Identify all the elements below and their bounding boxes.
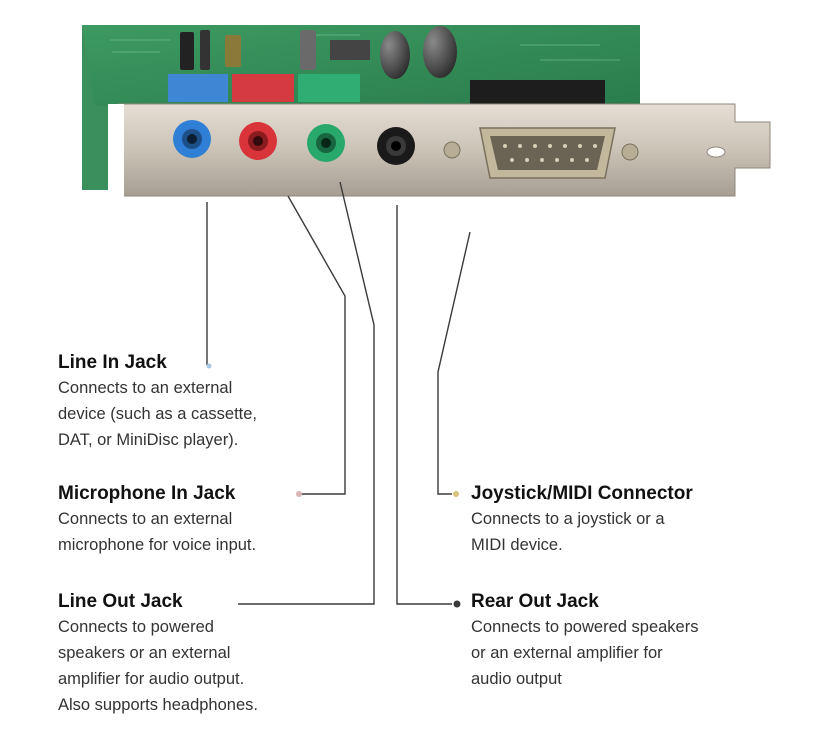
jack-line-in [173,120,211,158]
leader-joystick-midi [437,231,471,495]
desc-line: speakers or an external [58,644,231,662]
desc-line: Connects to a joystick or a [471,510,665,528]
jack-rear-out [377,127,415,165]
jack-housings [168,74,360,102]
label-line-in: Line In Jack Connects to an external dev… [58,351,257,453]
desc-line: Also supports headphones. [58,696,258,714]
label-joystick-midi-title: Joystick/MIDI Connector [471,483,693,504]
board-left-edge [82,25,108,190]
label-rear-out-title: Rear Out Jack [471,591,599,612]
desc-line: or an external amplifier for [471,644,663,662]
leader-dot-line-in [206,363,212,369]
leader-microphone-in [287,195,346,495]
label-rear-out-desc: Connects to powered speakers or an exter… [471,614,698,692]
bracket-tab [108,104,124,300]
label-line-in-desc: Connects to an external device (such as … [58,375,257,453]
leader-dot-joystick [453,491,459,497]
desc-line: device (such as a cassette, [58,405,258,423]
leader-line-out [238,181,375,605]
label-microphone-in: Microphone In Jack Connects to an extern… [58,482,256,558]
leader-dot-microphone [296,491,302,497]
bracket-slot [706,146,726,158]
label-joystick-midi: Joystick/MIDI Connector Connects to a jo… [471,482,693,558]
board-chip [470,80,605,108]
board-components [180,26,457,79]
label-microphone-in-title: Microphone In Jack [58,483,236,504]
jack-microphone-in [239,122,277,160]
joystick-midi-port [443,127,639,179]
desc-line: Connects to an external [58,379,233,397]
leader-rear-out [396,205,452,605]
desc-line: Connects to powered speakers [471,618,699,636]
desc-line: amplifier for audio output. [58,670,245,688]
leader-lines [206,181,471,605]
label-line-in-title: Line In Jack [58,352,167,373]
desc-line: MIDI device. [471,536,563,554]
jack-line-out [307,124,345,162]
desc-line: audio output [471,670,562,688]
label-line-out-desc: Connects to powered speakers or an exter… [58,614,258,718]
desc-line: microphone for voice input. [58,536,257,554]
label-line-out: Line Out Jack Connects to powered speake… [58,590,258,718]
board-traces [110,34,620,61]
desc-line: DAT, or MiniDisc player). [58,431,239,449]
desc-line: Connects to an external [58,510,233,528]
leader-dot-rear-out [453,600,461,608]
label-joystick-midi-desc: Connects to a joystick or a MIDI device. [471,506,693,558]
label-microphone-in-desc: Connects to an external microphone for v… [58,506,256,558]
label-rear-out: Rear Out Jack Connects to powered speake… [471,590,698,692]
label-line-out-title: Line Out Jack [58,591,183,612]
desc-line: Connects to powered [58,618,214,636]
